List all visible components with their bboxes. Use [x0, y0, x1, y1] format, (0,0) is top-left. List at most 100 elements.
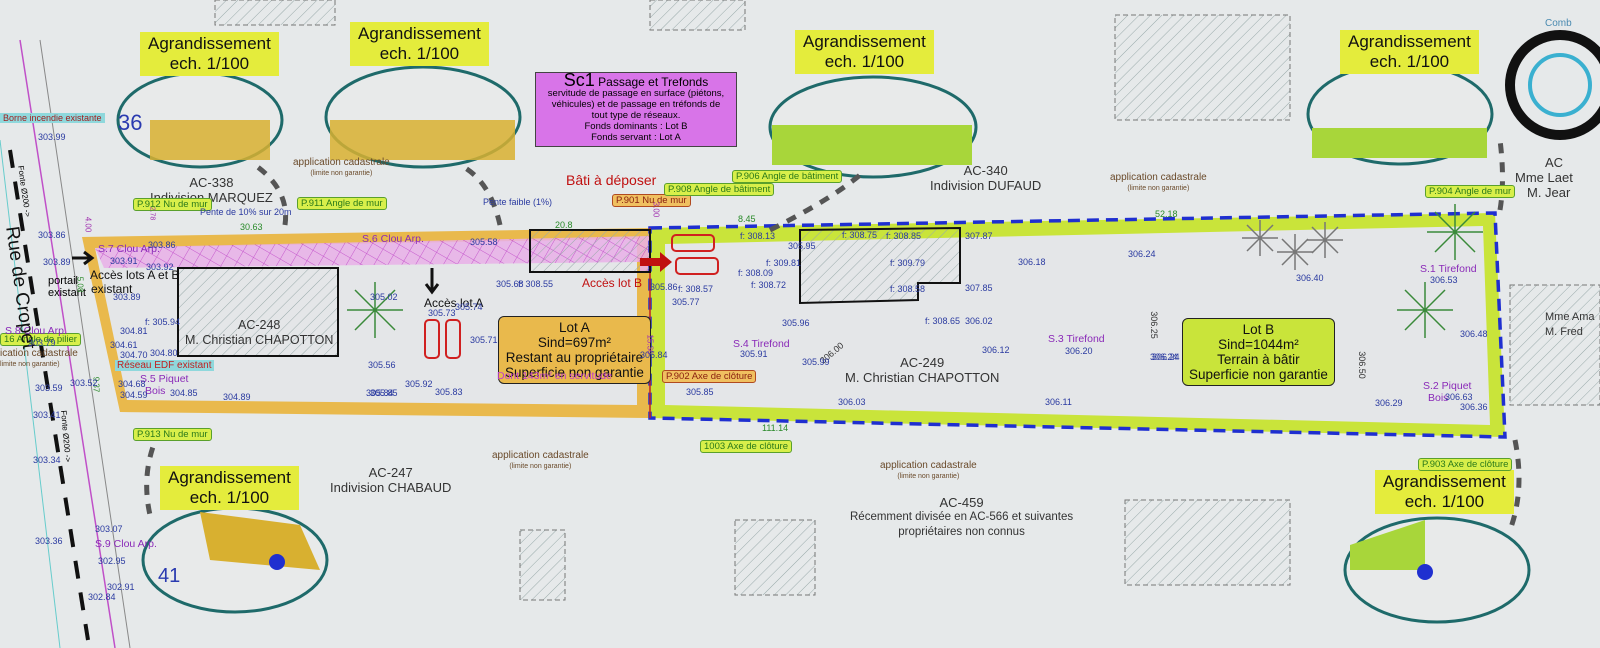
slope-label: Pente faible (1%) — [483, 197, 553, 207]
elevation-value: f: 308.58 — [890, 284, 926, 294]
servitude-title: Passage et Trefonds — [598, 75, 709, 89]
station-label: Bois — [145, 385, 166, 397]
inset-number: 41 — [158, 565, 181, 587]
elevation-value: f: 308.85 — [886, 231, 922, 241]
slope-label: Pente de 10% sur 20m — [200, 207, 292, 217]
elevation-value: f: 308.09 — [738, 268, 774, 278]
dimension: 111.14 — [762, 423, 789, 433]
access-arrow-icon — [640, 252, 672, 272]
point-tag: P.903 Axe de clôture — [1418, 458, 1513, 471]
access-lot-a-label: Accès lot A — [424, 296, 484, 310]
elevation-value: 307.87 — [965, 231, 993, 241]
station-label: S.4 Tirefond — [733, 338, 790, 350]
elevation-value: 303.36 — [35, 536, 63, 546]
elevation-value: f: 309.81 — [766, 258, 802, 268]
cadastral-sub: (limite non garantie) — [897, 473, 960, 480]
station-label: S.6 Clou Arp. — [362, 233, 424, 245]
lot-a-servitude-note: Dont 143m² en servitude — [497, 370, 612, 382]
edf-network-label: Réseau EDF existant — [115, 360, 214, 371]
elevation-value: 306.11 — [1045, 397, 1072, 407]
elevation-value: 306.24 — [1128, 249, 1156, 259]
parcel-note: propriétaires non connus — [898, 526, 1025, 538]
dimension: 20.8 — [555, 220, 573, 230]
access-lots-ab-label: Accès lots A et B — [90, 268, 180, 282]
elevation-value: 304.89 — [223, 392, 251, 402]
elevation-value: 306.20 — [1065, 346, 1093, 356]
lot-title: Lot A — [559, 320, 590, 335]
elevation-value: 305.58 — [470, 237, 498, 247]
elevation-value: 303.91 — [110, 256, 138, 266]
station-label: S.1 Tirefond — [1420, 263, 1477, 275]
elevation-value: f: 308.72 — [751, 280, 787, 290]
servitude-text: véhicules) et de passage en tréfonds de — [551, 99, 721, 110]
enlargement-scale: ech. 1/100 — [379, 44, 460, 63]
elevation-value: 304.85 — [170, 388, 198, 398]
elevation-value: 303.41 — [33, 410, 61, 420]
parcel-owner: Indivision CHABAUD — [330, 480, 452, 495]
elevation-value: 304.81 — [120, 326, 148, 336]
station-label: Bois — [1428, 392, 1449, 404]
dimension: 8.45 — [738, 214, 756, 224]
elevation-value: 305.68 — [496, 279, 524, 289]
elevation-value: 305.91 — [740, 349, 768, 359]
cadastral-sub: (limite non garantie) — [509, 463, 572, 470]
dimension: 4.00 — [83, 216, 93, 233]
elevation-value: 306.12 — [982, 345, 1010, 355]
elevation-value: 306.24 — [1150, 352, 1178, 362]
point-tag: P.908 Angle de bâtiment — [664, 183, 775, 196]
trees — [347, 204, 1483, 338]
elevation-value: f: 308.57 — [678, 284, 714, 294]
station-label: S.7 Clou Arp. — [98, 243, 160, 255]
compass-label: Comb — [1545, 18, 1572, 29]
point-tag: P.906 Angle de bâtiment — [732, 170, 843, 183]
elevation-value: 305.85 — [370, 388, 398, 398]
enlargement-title: Agrandissement — [1383, 472, 1506, 491]
elevation-value: 304.59 — [120, 390, 148, 400]
servitude-code: Sc1 — [563, 70, 595, 90]
elevation-value: f: 308.13 — [740, 231, 776, 241]
enlargement-title: Agrandissement — [168, 468, 291, 487]
lot-note: Superficie non garantie — [1189, 367, 1328, 382]
elevation-value: 303.79 — [28, 338, 56, 348]
elevation-value: 305.56 — [368, 360, 396, 370]
cadastral-note: application cadastrale(limite non garant… — [492, 450, 589, 472]
neighbor-buildings — [214, 0, 1600, 601]
elevation-value: 306.18 — [1018, 257, 1046, 267]
parcel-owner: M. Christian CHAPOTTON — [185, 333, 334, 347]
dimension: 2.78 — [148, 206, 156, 221]
elevation-value: 305.71 — [470, 335, 498, 345]
enlargement-title: Agrandissement — [1348, 32, 1471, 51]
elevation-value: 302.84 — [88, 592, 116, 602]
access-lot-b-label: Accès lot B — [582, 276, 643, 290]
parcel-id: AC-338 — [189, 175, 234, 190]
existing-gate-label: portail existant — [48, 275, 86, 299]
parcel-owner: Mme Laet — [1515, 170, 1573, 185]
elevation-value: 305.73 — [428, 308, 456, 318]
elevation-value: 302.91 — [107, 582, 135, 592]
enlargement-scale: ech. 1/100 — [189, 488, 270, 507]
elevation-value: 305.84 — [640, 350, 668, 360]
parcel-id: AC — [1545, 155, 1564, 170]
compass-icon — [1505, 30, 1600, 140]
elevation-value: 303.92 — [146, 262, 174, 272]
elevation-value: 305.02 — [370, 292, 398, 302]
elevation-value: 307.85 — [965, 283, 993, 293]
point-tag: P.902 Axe de clôture — [662, 370, 757, 383]
point-tag: P.913 Nu de mur — [133, 428, 212, 441]
inset-number: 36 — [118, 110, 143, 135]
station-label: S.9 Clou Arp. — [95, 538, 157, 550]
elevation-value: 306.53 — [1430, 275, 1458, 285]
elevation-value: 306.40 — [1296, 273, 1324, 283]
servitude-servant: Fonds servant : Lot A — [591, 132, 681, 143]
point-tag: P.911 Angle de mur — [297, 197, 387, 210]
parcel-id: AC-340 — [963, 163, 1008, 178]
